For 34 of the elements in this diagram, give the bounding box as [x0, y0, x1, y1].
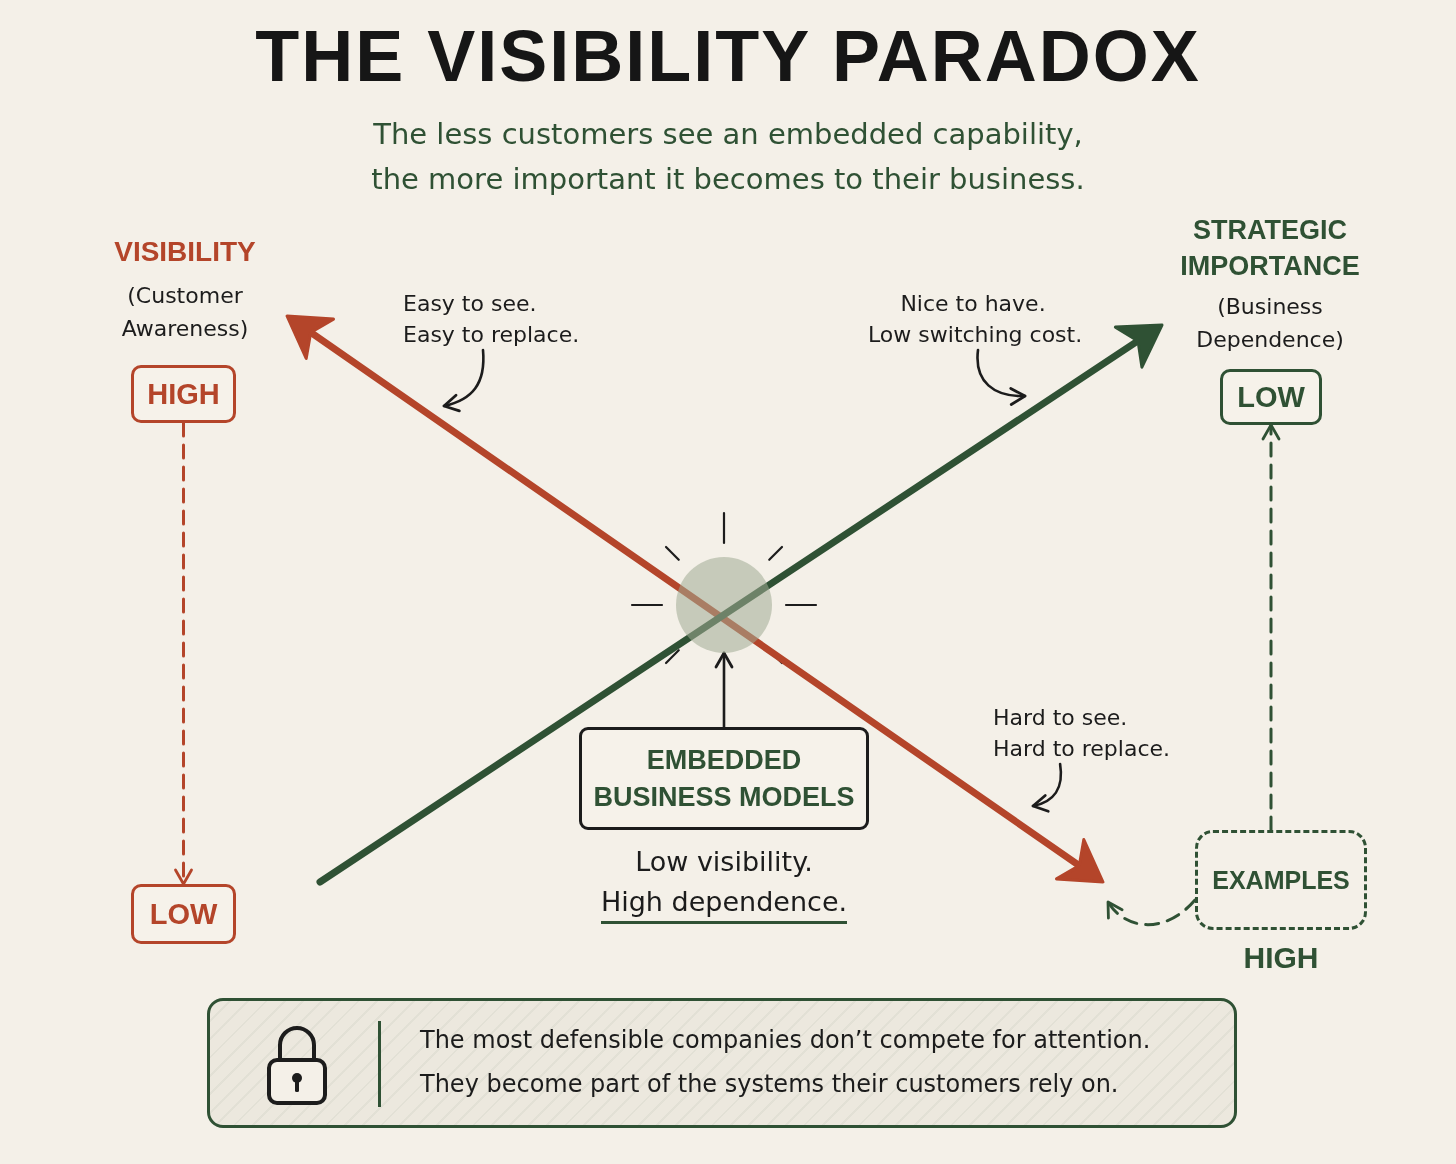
annotation-text: Hard to replace. [993, 735, 1170, 763]
level-box [131, 365, 236, 423]
arrow [714, 651, 734, 729]
leader-arrow [1031, 762, 1063, 812]
annotation-text: Low switching cost. [868, 321, 1083, 349]
level-box [131, 884, 236, 944]
leader-arrow [976, 348, 1027, 406]
dashed-arrow [1106, 898, 1197, 927]
level-label: HIGH [147, 377, 220, 411]
diagram-title: THE VISIBILITY PARADOX [255, 15, 1201, 98]
axis-subtitle: (Business Dependence) [1195, 293, 1345, 354]
model-title: EMBEDDED BUSINESS MODELS [592, 743, 856, 814]
annotation-text: Easy to replace. [403, 321, 580, 349]
quote-banner [207, 998, 1237, 1128]
dashed-arrow [1261, 423, 1281, 832]
level-label: HIGH [1243, 940, 1319, 976]
level-box [1220, 369, 1322, 425]
level-label: LOW [149, 897, 218, 931]
axis-title: VISIBILITY [114, 235, 256, 269]
leader-arrow [442, 348, 485, 412]
examples-heading: EXAMPLES [1212, 865, 1350, 895]
annotation-text: Nice to have. [900, 290, 1046, 318]
model-note: Low visibility. [635, 845, 813, 879]
quote-text: They become part of the systems their customers rely on. [420, 1069, 1119, 1100]
focus-circle [676, 557, 772, 653]
subtitle: The less customers see an embedded capability, the more important it becomes to their business. [370, 116, 1086, 198]
level-label: LOW [1237, 380, 1305, 414]
model-note: High dependence. [600, 884, 848, 924]
annotation-text: Hard to see. [993, 704, 1128, 732]
annotation-text: Easy to see. [403, 290, 537, 318]
dashed-arrow [174, 421, 193, 886]
quote-text: The most defensible companies don’t compete for attention. [420, 1025, 1151, 1056]
axis-title: STRATEGIC IMPORTANCE [1179, 214, 1361, 283]
axis-subtitle: (Customer Awareness) [120, 282, 250, 343]
